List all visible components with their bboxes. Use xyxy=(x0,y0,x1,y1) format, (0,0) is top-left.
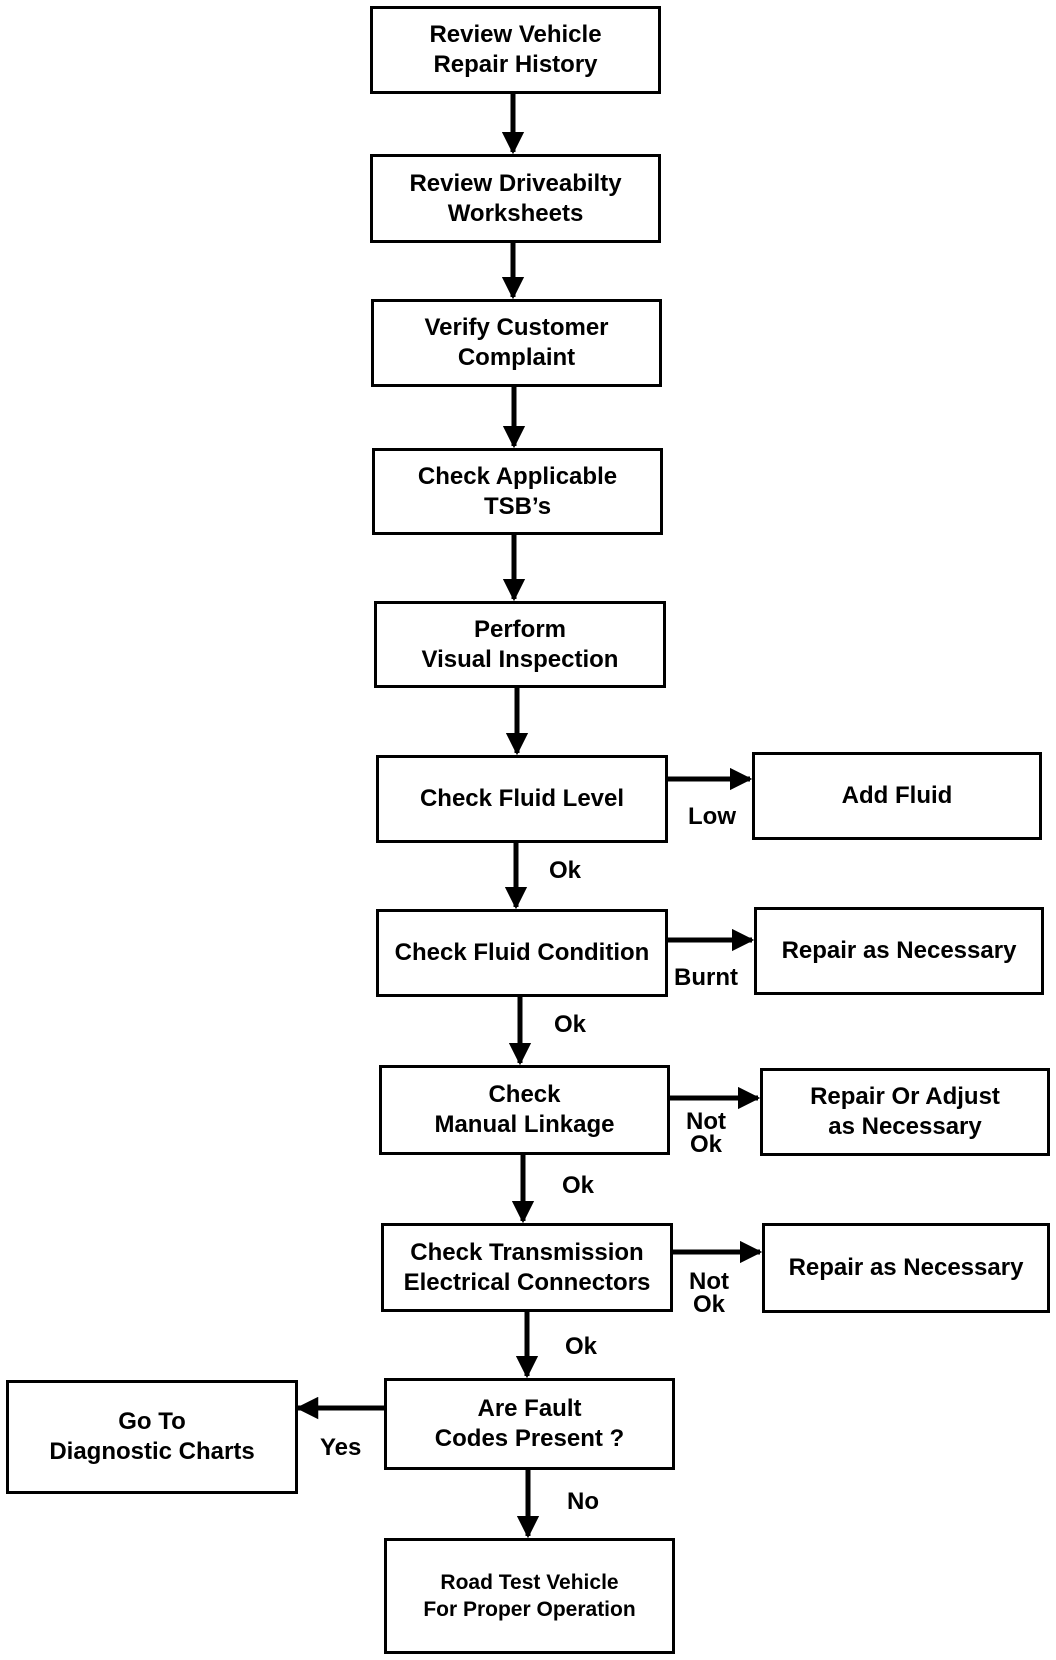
step-check-applicable-tsbs: Check Applicable TSB’s xyxy=(372,448,663,535)
step-text-line-1: Check Applicable xyxy=(417,462,618,490)
step-text-line-1: Review Vehicle xyxy=(429,21,602,48)
edge-label-ok-linkage: Ok xyxy=(562,1172,595,1199)
step-repair-connectors-as-necessary: Repair as Necessary xyxy=(762,1223,1050,1313)
step-text-line-1: Go To xyxy=(118,1408,186,1435)
step-repair-or-adjust-linkage: Repair Or Adjust as Necessary xyxy=(760,1068,1050,1156)
step-check-fluid-condition: Check Fluid Condition xyxy=(376,909,668,997)
step-text-line-2: Worksheets xyxy=(447,199,584,227)
edge-label-ok-connectors: Ok xyxy=(565,1333,598,1360)
step-verify-customer-complaint: Verify Customer Complaint xyxy=(371,299,662,387)
edge-label-low: Low xyxy=(688,803,736,830)
step-text-line-1: Review Driveabilty xyxy=(409,169,622,197)
step-text-line-2: Diagnostic Charts xyxy=(49,1438,255,1465)
step-add-fluid: Add Fluid xyxy=(752,752,1042,840)
step-text-line-1: Verify Customer xyxy=(424,314,609,341)
step-text-line-2: Codes Present ? xyxy=(434,1425,625,1452)
step-text-line-1: Add Fluid xyxy=(841,782,953,809)
step-road-test-vehicle: Road Test Vehicle For Proper Operation xyxy=(384,1538,675,1654)
edge-label-line: Not xyxy=(686,1108,726,1135)
step-text-line-1: Road Test Vehicle xyxy=(440,1571,619,1594)
step-text-line-1: Check Fluid Level xyxy=(419,785,625,812)
step-perform-visual-inspection: Perform Visual Inspection xyxy=(374,601,666,688)
step-text-line-1: Are Fault xyxy=(477,1395,582,1422)
step-text-line-2: as Necessary xyxy=(828,1113,982,1140)
edge-label-no: No xyxy=(567,1488,599,1515)
step-text-line-2: Manual Linkage xyxy=(434,1111,615,1138)
edge-label-ok-fluid-condition: Ok xyxy=(554,1011,587,1038)
step-review-repair-history: Review Vehicle Repair History xyxy=(370,6,661,94)
step-text-line-1: Check xyxy=(488,1081,561,1108)
step-text-line-2: TSB’s xyxy=(483,492,552,520)
edge-label-yes: Yes xyxy=(320,1434,362,1461)
step-check-manual-linkage: Check Manual Linkage xyxy=(379,1065,670,1155)
step-text-line-2: Electrical Connectors xyxy=(403,1268,651,1296)
step-text-line-1: Repair Or Adjust xyxy=(810,1083,1000,1110)
decision-fault-codes-present: Are Fault Codes Present ? xyxy=(384,1378,675,1470)
edge-label-line: Not xyxy=(689,1268,729,1295)
edge-label-line: Ok xyxy=(689,1131,722,1158)
step-check-fluid-level: Check Fluid Level xyxy=(376,755,668,843)
step-text-line-1: Repair as Necessary xyxy=(781,937,1017,964)
step-repair-fluid-as-necessary: Repair as Necessary xyxy=(754,907,1044,995)
step-check-transmission-electrical-connectors: Check Transmission Electrical Connectors xyxy=(381,1223,673,1312)
step-go-to-diagnostic-charts: Go To Diagnostic Charts xyxy=(6,1380,298,1494)
edge-label-line: Ok xyxy=(692,1291,725,1318)
step-text-line-2: Visual Inspection xyxy=(421,645,619,673)
step-text-line-2: Complaint xyxy=(457,344,576,371)
edge-label-not-ok-connectors: Not Ok xyxy=(689,1268,729,1318)
edge-label-not-ok-linkage: Not Ok xyxy=(686,1108,726,1158)
step-text-line-1: Perform xyxy=(473,615,567,643)
edge-label-burnt: Burnt xyxy=(674,964,738,991)
edge-label-ok-fluid-level: Ok xyxy=(549,857,582,884)
step-text-line-2: For Proper Operation xyxy=(423,1598,636,1621)
step-text-line-1: Check Transmission xyxy=(410,1238,644,1266)
step-text-line-1: Check Fluid Condition xyxy=(394,939,650,966)
step-text-line-1: Repair as Necessary xyxy=(788,1254,1024,1281)
step-review-driveability-worksheets: Review Driveabilty Worksheets xyxy=(370,154,661,243)
step-text-line-2: Repair History xyxy=(433,51,598,78)
